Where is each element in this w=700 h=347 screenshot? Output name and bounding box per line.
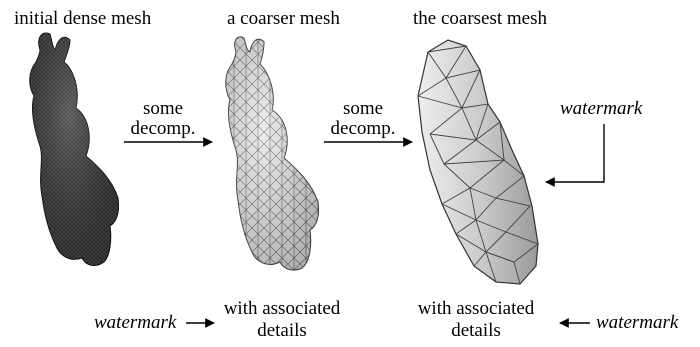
coarser-mesh-illustration — [226, 37, 319, 270]
watermark-right-arrow — [546, 124, 604, 182]
coarsest-mesh-illustration — [418, 40, 538, 284]
dense-mesh-illustration — [30, 33, 119, 266]
